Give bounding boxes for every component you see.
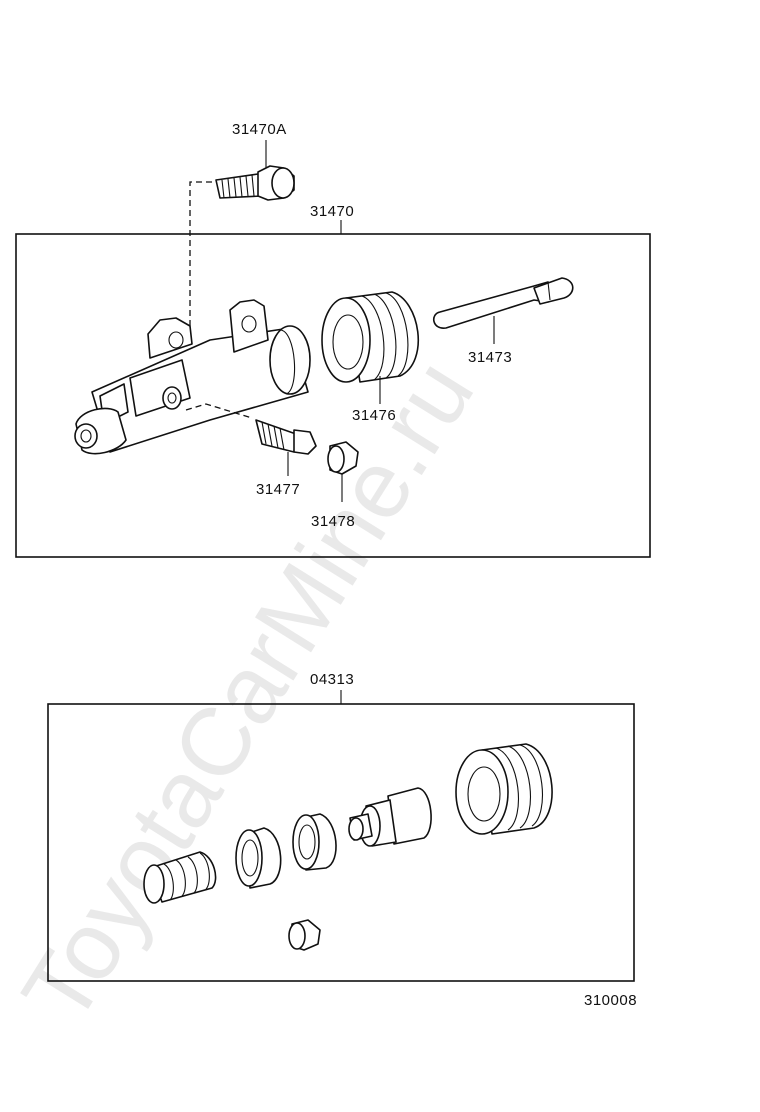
push-rod-part [433, 277, 574, 329]
part-label-boot[interactable]: 31476 [352, 407, 396, 424]
diagram-code: 310008 [584, 992, 637, 1009]
watermark: ToyotaCarMine.ru [2, 342, 494, 1041]
kit-boot-part [455, 743, 553, 835]
spring-part [143, 851, 217, 904]
part-label-cap[interactable]: 31478 [311, 513, 355, 530]
kit-cap-part [288, 919, 321, 951]
cylinder-body-part [74, 299, 311, 455]
bolt-part [215, 165, 295, 201]
piston-seal-part [292, 813, 337, 871]
cup-seal-part [235, 827, 282, 889]
group-label-assembly[interactable]: 31470 [310, 203, 354, 220]
part-label-bolt[interactable]: 31470A [232, 121, 287, 138]
group-label-kit[interactable]: 04313 [310, 671, 354, 688]
part-label-bleeder[interactable]: 31477 [256, 481, 300, 498]
bleeder-screw-part [255, 419, 317, 455]
part-label-rod[interactable]: 31473 [468, 349, 512, 366]
group-box-assembly [15, 233, 651, 558]
cap-part [327, 441, 359, 475]
piston-part [348, 787, 432, 847]
boot-part [321, 291, 420, 383]
